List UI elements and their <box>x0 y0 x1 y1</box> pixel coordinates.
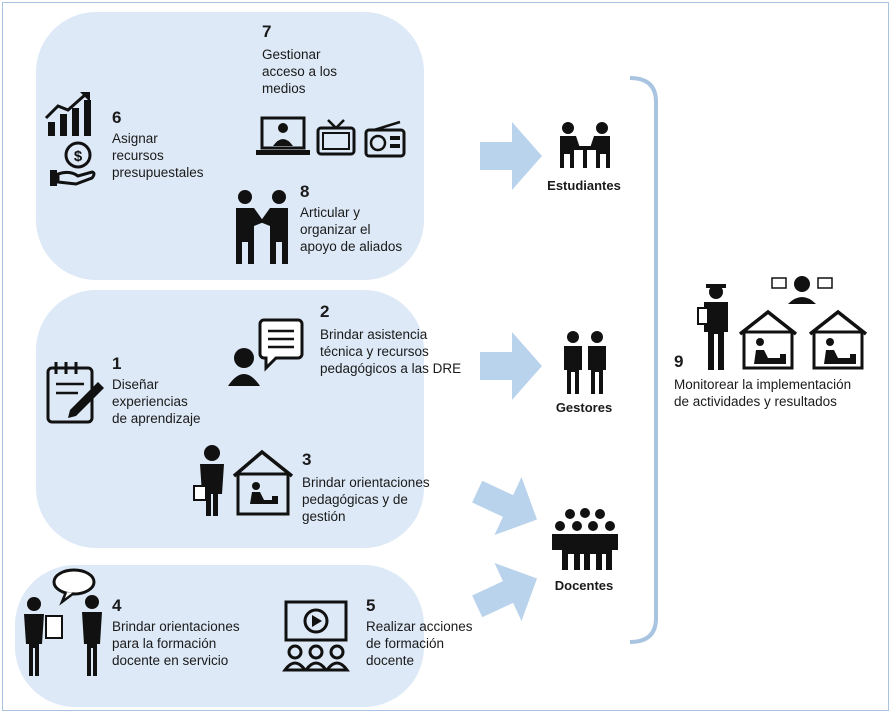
monitor-icon <box>696 272 872 372</box>
handshake-icon <box>230 188 294 266</box>
step-3-number: 3 <box>302 450 312 469</box>
monitor-bracket <box>626 72 666 648</box>
video-class-icon <box>282 600 350 672</box>
panel-pedagogy <box>36 290 424 548</box>
managers-icon <box>560 330 610 396</box>
step-4-number: 4 <box>112 596 122 615</box>
arrow-to-estudiantes <box>480 122 542 190</box>
step-7-number: 7 <box>262 22 272 41</box>
step-8-text: Articular y organizar el apoyo de aliado… <box>300 205 403 254</box>
svg-text:$: $ <box>74 148 83 165</box>
step-9-text: Monitorear la implementación de activida… <box>674 377 852 409</box>
target-docentes: Docentes <box>554 578 614 593</box>
step-4-text: Brindar orientaciones para la formación … <box>112 619 240 668</box>
step-6-number: 6 <box>112 108 122 127</box>
step-1-text: Diseñar experiencias de aprendizaje <box>112 377 201 426</box>
step-5-text: Realizar acciones de formación docente <box>366 619 473 668</box>
arrow-to-docentes-2 <box>470 556 546 628</box>
panel-resources <box>36 12 424 280</box>
step-1-number: 1 <box>112 354 122 373</box>
students-table-icon <box>554 120 616 172</box>
radio-icon <box>364 120 406 158</box>
step-6-text: Asignar recursos presupuestales <box>112 131 204 180</box>
target-estudiantes: Estudiantes <box>547 178 621 193</box>
laptop-teacher-icon <box>256 116 310 158</box>
notepad-pencil-icon <box>44 360 106 426</box>
step-2-text: Brindar asistencia técnica y recursos pe… <box>320 327 462 376</box>
teachers-group-icon <box>550 508 620 572</box>
arrow-to-gestores <box>480 332 542 400</box>
step-9-number: 9 <box>674 352 684 371</box>
step-2-number: 2 <box>320 302 330 321</box>
teacher-house-icon <box>192 444 296 518</box>
money-hand-icon: $ <box>48 140 98 188</box>
conversation-icon <box>20 568 106 680</box>
target-gestores: Gestores <box>555 400 613 415</box>
tv-icon <box>316 118 356 158</box>
step-5-number: 5 <box>366 596 376 615</box>
step-3-text: Brindar orientaciones pedagógicas y de g… <box>302 475 430 524</box>
growth-chart-icon <box>44 92 94 138</box>
step-7-text: Gestionar acceso a los medios <box>262 47 338 96</box>
arrow-to-docentes-1 <box>470 470 546 542</box>
speech-person-icon <box>228 316 304 386</box>
step-8-number: 8 <box>300 182 310 201</box>
